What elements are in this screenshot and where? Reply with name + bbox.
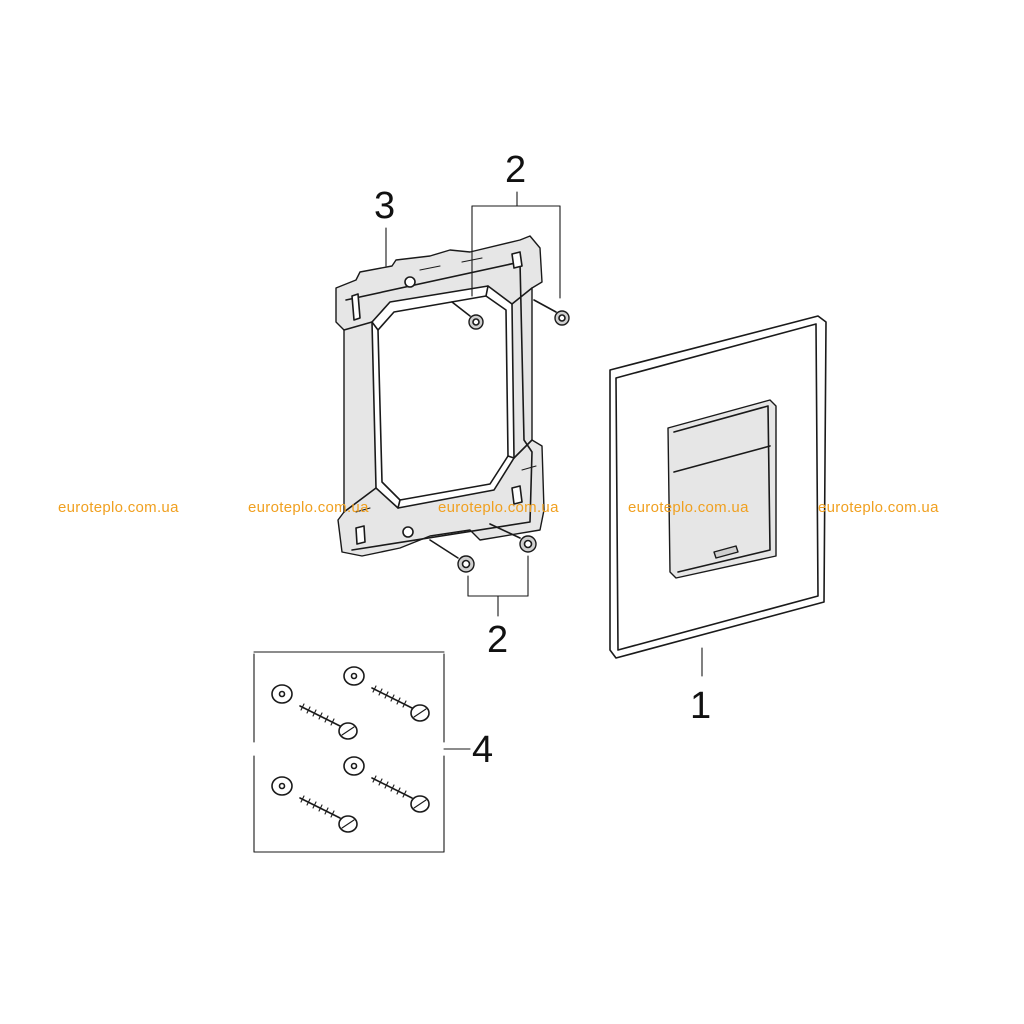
mounting-frame (335, 235, 545, 557)
watermark-text: euroteplo.com.ua (58, 499, 179, 516)
watermark-text: euroteplo.com.ua (438, 499, 559, 516)
screws-bottom (429, 523, 537, 573)
callout-part-2-bottom: 2 (487, 619, 508, 661)
fixing-screws (271, 666, 430, 833)
watermark-text: euroteplo.com.ua (818, 499, 939, 516)
screws-top (451, 299, 570, 330)
leader-lines (385, 191, 703, 750)
callout-part-2-top: 2 (505, 149, 526, 191)
watermark-text: euroteplo.com.ua (248, 499, 369, 516)
watermark-text: euroteplo.com.ua (628, 499, 749, 516)
callout-part-1: 1 (690, 685, 711, 727)
callout-part-3: 3 (374, 185, 395, 227)
callout-part-4: 4 (472, 729, 493, 771)
fixing-set-box (253, 651, 445, 853)
cover-plate (609, 315, 827, 659)
